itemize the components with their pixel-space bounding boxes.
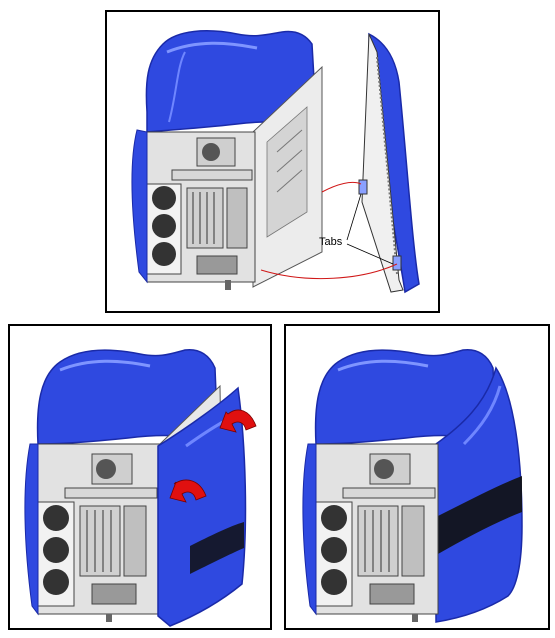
tabs-callout-label: Tabs [319, 236, 343, 248]
callout-line-lower [346, 243, 394, 265]
tab-lower [392, 255, 402, 271]
io-strip [342, 487, 436, 499]
cover-highlight [168, 51, 186, 123]
bottom-connectors [91, 583, 137, 605]
psu-fan [202, 143, 220, 161]
top-cover [36, 348, 219, 446]
lower-arrow-icon [169, 479, 207, 503]
fan-3 [43, 569, 69, 595]
installed-panel-illustration [302, 348, 523, 623]
upper-arrow-icon [219, 409, 257, 433]
cover-highlight [166, 41, 258, 54]
expansion-slots [186, 187, 224, 249]
psu-fan [96, 459, 116, 479]
panel-dark-band [438, 476, 522, 554]
fan-1 [321, 505, 347, 531]
top-cover [314, 348, 497, 446]
fan-2 [43, 537, 69, 563]
side-panel-inner [361, 33, 404, 293]
leader-line-upper [321, 181, 362, 193]
fan-2 [321, 537, 347, 563]
step1-panel: Tabs [105, 10, 440, 313]
top-cover [145, 30, 318, 134]
bottom-connectors [369, 583, 415, 605]
fan-3 [152, 242, 176, 266]
attaching-panel-illustration [24, 348, 257, 627]
left-cover-wing [131, 129, 148, 284]
fan-3 [321, 569, 347, 595]
drive-bays [266, 106, 308, 238]
left-cover-wing [24, 443, 39, 616]
chassis-detached-illustration [131, 30, 420, 294]
side-panel-cover [157, 386, 247, 627]
io-strip [64, 487, 158, 499]
tab-upper [358, 179, 368, 195]
cover-highlight [59, 359, 151, 372]
step2-panel [8, 324, 272, 630]
expansion-slots [357, 505, 399, 577]
left-cover-wing [302, 443, 317, 616]
expansion-slots [79, 505, 121, 577]
fan-1 [152, 186, 176, 210]
io-strip [171, 169, 253, 181]
psu-fan [374, 459, 394, 479]
bottom-connectors [196, 255, 238, 275]
fan-2 [152, 214, 176, 238]
callout-line-upper [346, 193, 362, 241]
leader-line-lower [260, 263, 398, 280]
fan-1 [43, 505, 69, 531]
panel-highlight [462, 385, 502, 446]
step3-panel [284, 324, 550, 630]
panel-dark-band [190, 522, 244, 574]
cover-highlight [337, 359, 429, 372]
